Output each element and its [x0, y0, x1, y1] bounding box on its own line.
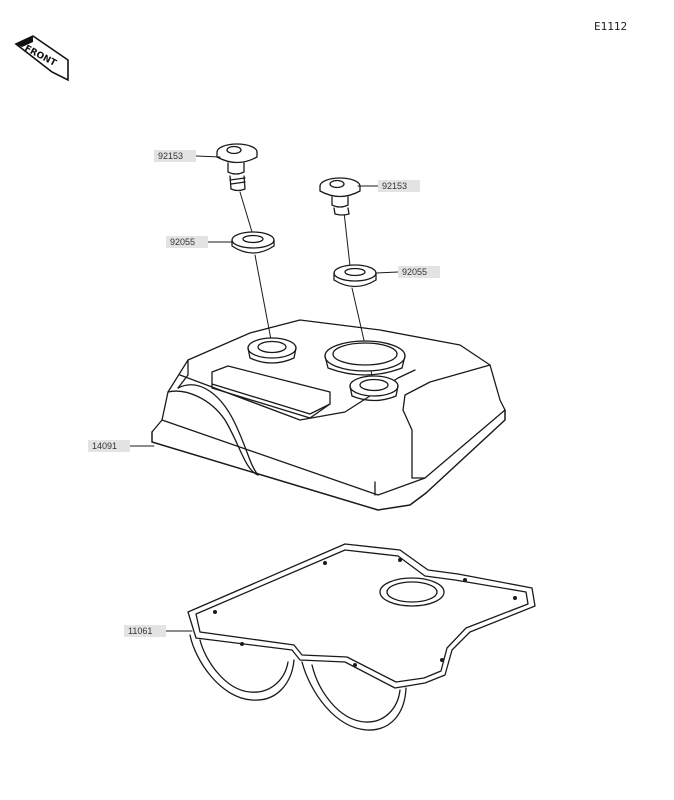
part-tag-bolt-left[interactable]: 92153 [154, 150, 196, 162]
part-number: 92055 [402, 267, 427, 277]
part-tag-washer-right[interactable]: 92055 [398, 266, 440, 278]
callout-lines [129, 155, 399, 632]
part-tag-gasket[interactable]: 11061 [124, 625, 166, 637]
cylinder-head-cover [151, 319, 506, 511]
diagram-code: E1112 [594, 20, 627, 33]
washer-left [231, 231, 275, 254]
cover-gasket [187, 543, 536, 731]
bolt-left [216, 143, 258, 192]
part-number: 92153 [382, 181, 407, 191]
part-tag-bolt-right[interactable]: 92153 [378, 180, 420, 192]
part-number: 92153 [158, 151, 183, 161]
bolt-right [319, 177, 361, 216]
part-tag-washer-left[interactable]: 92055 [166, 236, 208, 248]
part-number: 11061 [128, 626, 152, 636]
part-number: 92055 [170, 237, 195, 247]
part-number: 14091 [92, 441, 117, 451]
part-tag-cover[interactable]: 14091 [88, 440, 130, 452]
